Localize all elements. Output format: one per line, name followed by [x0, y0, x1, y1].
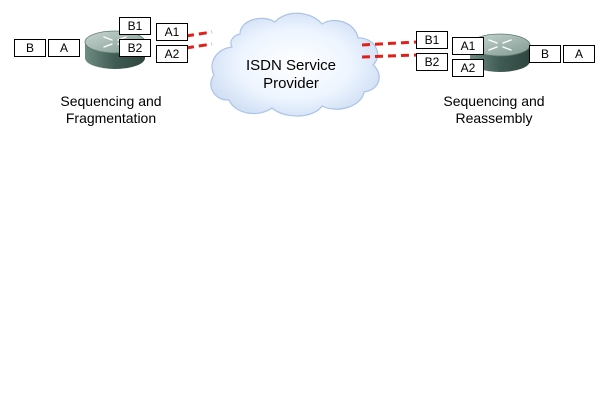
right-channel-b2-label: B2	[416, 53, 448, 71]
right-packet-b: B	[529, 45, 561, 63]
right-channel-b1-label: B1	[416, 31, 448, 49]
left-channel-b1-label: B1	[119, 17, 151, 35]
right-isdn-links	[361, 40, 417, 59]
left-caption-line2: Fragmentation	[65, 110, 157, 126]
left-channel-b2-label: B2	[119, 39, 151, 57]
right-caption-line1: Sequencing and	[443, 93, 545, 109]
right-fragment-a1: A1	[452, 37, 484, 55]
isdn-cloud-icon	[210, 12, 380, 117]
left-packet-a: A	[48, 39, 80, 57]
cloud-label: ISDN Service Provider	[238, 57, 344, 93]
right-caption: Sequencing and Reassembly	[436, 93, 552, 127]
left-packet-b: B	[14, 39, 46, 57]
cloud-label-line2: Provider	[263, 75, 319, 92]
left-caption: Sequencing and Fragmentation	[55, 93, 167, 127]
right-fragment-a2: A2	[452, 59, 484, 77]
left-isdn-links	[185, 30, 213, 50]
cloud-label-line1: ISDN Service	[245, 57, 337, 74]
left-fragment-a1: A1	[156, 23, 188, 41]
right-packet-a: A	[563, 45, 595, 63]
left-caption-line1: Sequencing and	[60, 93, 162, 109]
left-fragment-a2: A2	[156, 45, 188, 63]
right-caption-line2: Reassembly	[455, 110, 533, 126]
